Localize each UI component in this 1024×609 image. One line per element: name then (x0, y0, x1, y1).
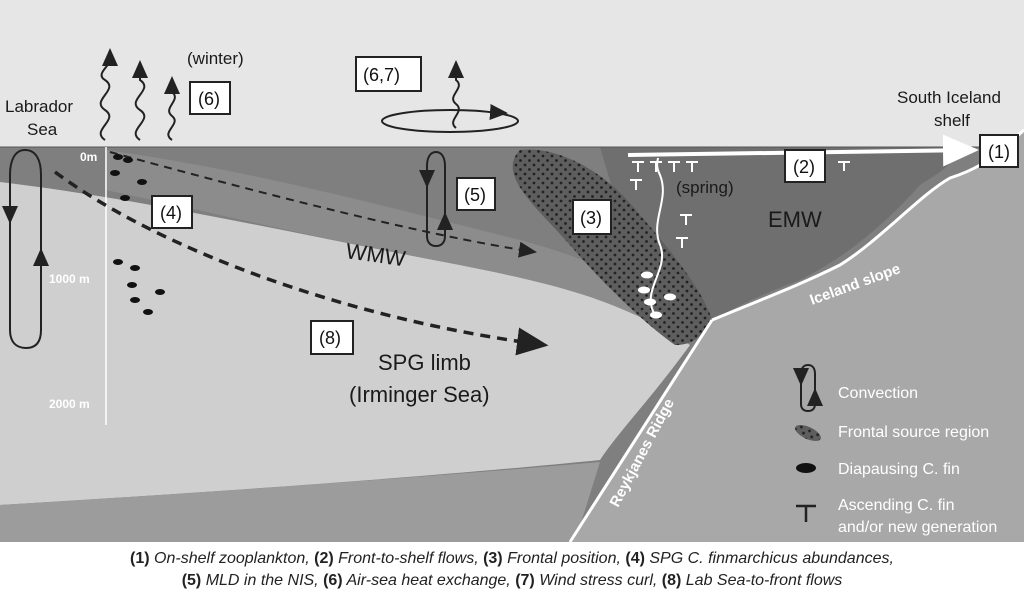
box-3: (3) (572, 199, 612, 235)
seabed (570, 130, 1024, 542)
legend-frontal-label: Frontal source region (838, 424, 989, 441)
ascending-cluster (638, 271, 676, 319)
svg-text:(8): (8) (319, 328, 341, 348)
flow-arrow-4 (109, 151, 537, 258)
spring-label: (spring) (676, 178, 734, 197)
legend-ascending-label-1: Ascending C. fin (838, 497, 955, 514)
svg-text:(5): (5) (464, 185, 486, 205)
box-6: (6) (189, 81, 231, 115)
caption-num: (4) (625, 550, 645, 567)
caption-text: SPG C. finmarchicus abundances, (644, 550, 894, 567)
caption-line-1: (1) On-shelf zooplankton, (2) Front-to-s… (0, 548, 1024, 570)
ascending-copepods (630, 161, 850, 248)
caption-num: (6) (323, 572, 343, 589)
depth-label-1000: 1000 m (49, 272, 90, 286)
flow-arrow-8 (53, 170, 549, 356)
svg-text:(4): (4) (160, 203, 182, 223)
caption-num: (2) (314, 550, 334, 567)
caption-band (0, 542, 1024, 609)
caption-line-2: (5) MLD in the NIS, (6) Air-sea heat exc… (0, 570, 1024, 592)
box-1: (1) (979, 134, 1019, 168)
legend-ascending-label-2: and/or new generation (838, 519, 997, 536)
diapausing-copepods (110, 154, 165, 315)
depth-label-2000: 2000 m (49, 397, 90, 411)
svg-text:(2): (2) (793, 157, 815, 177)
heat-wiggle-2 (132, 60, 148, 141)
svg-text:(6): (6) (198, 89, 220, 109)
deep-layer (0, 462, 600, 542)
legend-diapausing-icon (796, 463, 816, 473)
caption-num: (3) (483, 550, 503, 567)
legend: Convection Frontal source region Diapaus… (793, 363, 997, 536)
curl-arrow (489, 104, 508, 120)
heat-wiggle-1 (99, 48, 118, 141)
winter-label: (winter) (187, 49, 244, 68)
caption-num: (1) (130, 550, 150, 567)
labrador-sea-label-1: Labrador (5, 97, 73, 116)
emw-label: EMW (768, 207, 822, 232)
box-2: (2) (784, 149, 826, 183)
figure-caption: (1) On-shelf zooplankton, (2) Front-to-s… (0, 548, 1024, 592)
emw-region (600, 147, 960, 320)
svg-text:(3): (3) (580, 208, 602, 228)
legend-diapausing-label: Diapausing C. fin (838, 461, 960, 478)
heat-wiggle-center (448, 60, 464, 129)
legend-convection-label: Convection (838, 385, 918, 402)
caption-text: On-shelf zooplankton, (149, 550, 315, 567)
caption-num: (5) (181, 572, 202, 589)
legend-frontal-icon (795, 424, 821, 442)
spg-limb-label-1: SPG limb (378, 350, 471, 375)
caption-text: Wind stress curl, (534, 572, 662, 589)
heat-wiggle-3 (164, 76, 180, 141)
legend-convection-icon (793, 363, 823, 413)
frontal-source-region (512, 149, 712, 345)
ascending-path (649, 157, 664, 316)
labrador-sea-label-2: Sea (27, 120, 58, 139)
atmosphere (0, 0, 1024, 147)
box-8: (8) (310, 320, 354, 355)
legend-ascending-icon (796, 504, 816, 522)
svg-text:(1): (1) (988, 142, 1010, 162)
mld-convection-loop (426, 150, 446, 248)
box-6-7: (6,7) (355, 56, 422, 92)
caption-text: Air-sea heat exchange, (342, 572, 516, 589)
caption-text: Front-to-shelf flows, (333, 550, 484, 567)
depth-label-0: 0m (80, 150, 97, 164)
south-iceland-label-1: South Iceland (897, 88, 1001, 107)
caption-text: MLD in the NIS, (201, 572, 324, 589)
ridge-line (568, 319, 714, 543)
labrador-convection-loop (9, 148, 42, 350)
spg-limb-label-2: (Irminger Sea) (349, 382, 490, 407)
box-5: (5) (456, 177, 496, 211)
wind-stress-curl (381, 109, 519, 133)
caption-num: (8) (661, 572, 682, 589)
svg-text:(6,7): (6,7) (363, 65, 400, 85)
caption-text: Lab Sea-to-front flows (681, 572, 843, 589)
wmw-band (105, 150, 690, 345)
south-iceland-label-2: shelf (934, 111, 970, 130)
caption-num: (7) (515, 572, 535, 589)
box-4: (4) (151, 195, 193, 229)
caption-text: Frontal position, (502, 550, 626, 567)
